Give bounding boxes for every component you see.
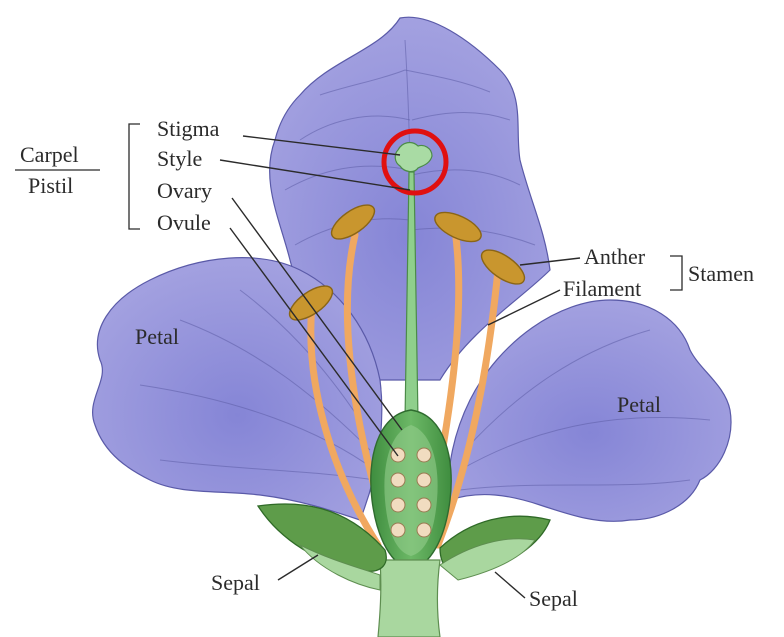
leader-sepal-right xyxy=(495,572,525,598)
ovule-5 xyxy=(391,498,405,512)
leader-sepal-left xyxy=(278,555,318,580)
label-petal-right: Petal xyxy=(617,392,661,417)
stem xyxy=(378,560,440,637)
label-filament: Filament xyxy=(563,276,641,301)
ovule-4 xyxy=(417,473,431,487)
ovule-3 xyxy=(391,473,405,487)
label-anther: Anther xyxy=(584,244,646,269)
label-style: Style xyxy=(157,146,202,171)
label-stamen: Stamen xyxy=(688,261,754,286)
label-ovule: Ovule xyxy=(157,210,211,235)
stamen-bracket xyxy=(670,256,682,290)
label-stigma: Stigma xyxy=(157,116,220,141)
ovule-8 xyxy=(417,523,431,537)
label-pistil: Pistil xyxy=(28,173,73,198)
ovule-2 xyxy=(417,448,431,462)
label-carpel: Carpel xyxy=(20,142,79,167)
ovule-7 xyxy=(391,523,405,537)
label-sepal-right: Sepal xyxy=(529,586,578,611)
ovule-6 xyxy=(417,498,431,512)
label-petal-left: Petal xyxy=(135,324,179,349)
carpel-bracket xyxy=(129,124,140,229)
label-sepal-left: Sepal xyxy=(211,570,260,595)
label-ovary: Ovary xyxy=(157,178,212,203)
